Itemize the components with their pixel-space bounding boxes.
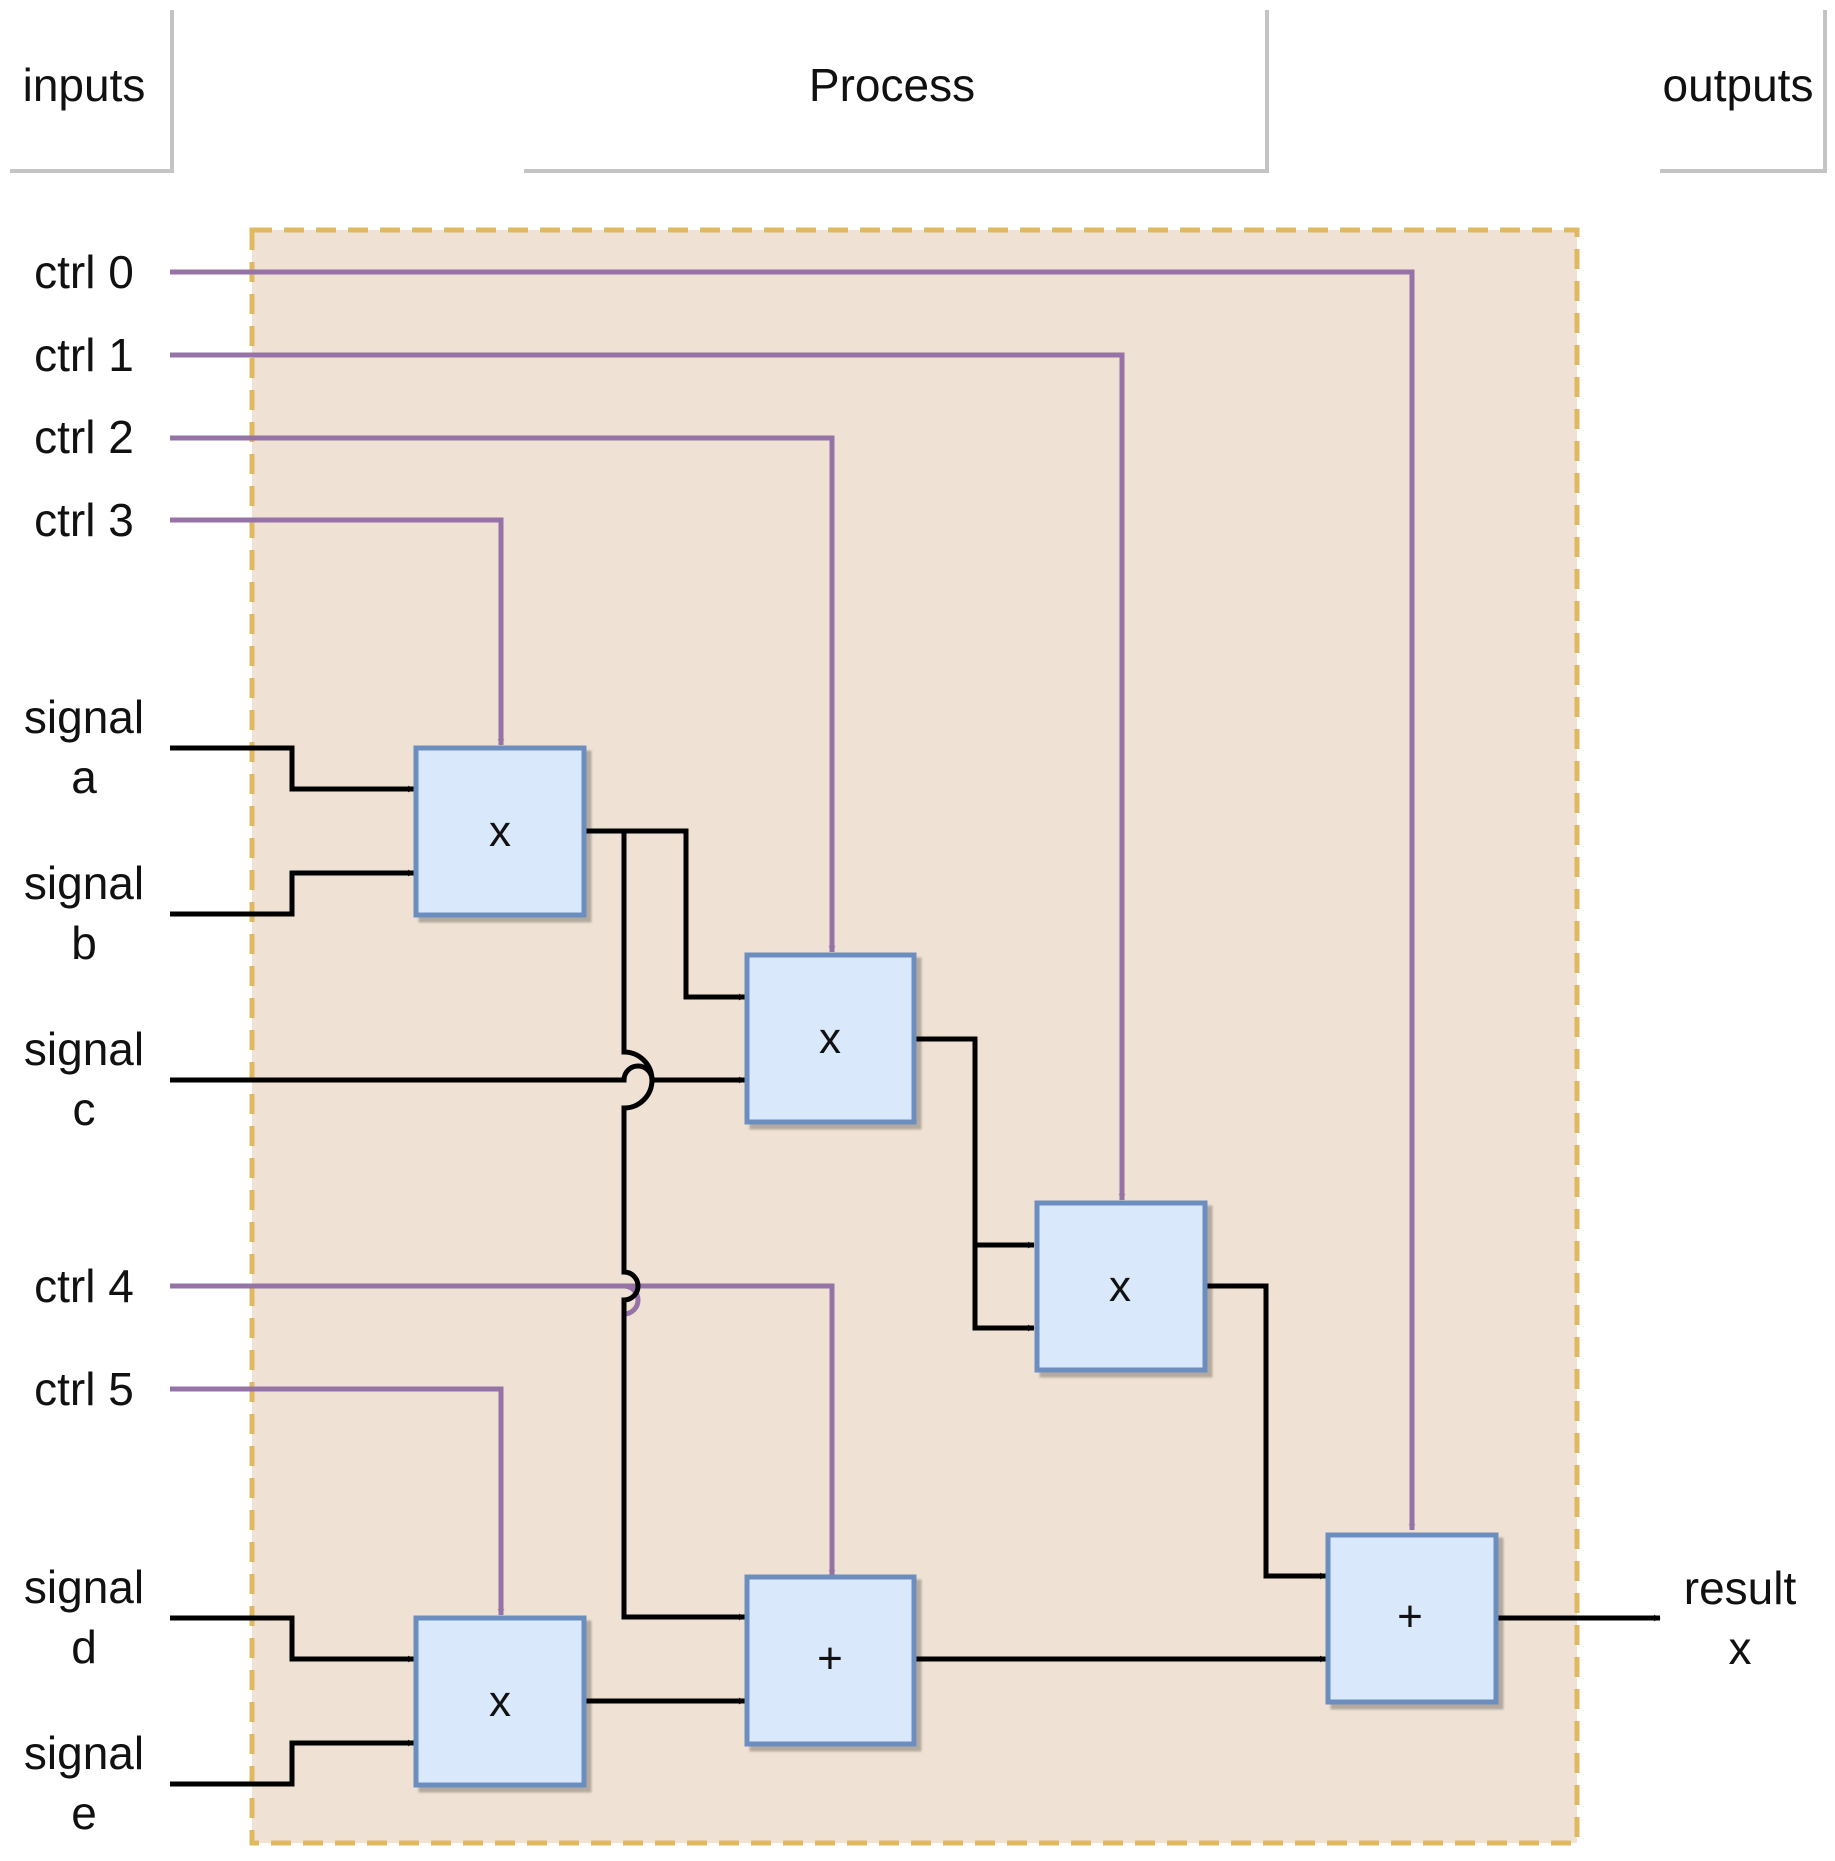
signal-b-label-line2: b	[71, 917, 97, 969]
inputs-header: inputs	[23, 59, 146, 111]
signal-d-label-line2: d	[71, 1621, 97, 1673]
outputs-header-border	[1660, 10, 1827, 173]
multiply-node-3[interactable]: x	[1034, 1200, 1208, 1373]
add-node-2[interactable]: +	[1325, 1532, 1499, 1705]
mul3-to-add2	[1205, 1283, 1327, 1580]
lane-headers: inputs Process outputs	[10, 10, 1827, 173]
add-node-2-label: +	[1397, 1592, 1423, 1641]
result-x-label-line2: x	[1729, 1622, 1752, 1674]
mul2-to-mul3-a	[914, 1036, 1035, 1249]
ctrl-0-line	[170, 269, 1416, 1531]
multiply-node-4[interactable]: x	[413, 1615, 587, 1788]
signal-a-label-line1: signal	[24, 691, 144, 743]
ctrl-2-line	[170, 435, 836, 953]
ctrl-0-label: ctrl 0	[34, 246, 134, 298]
outputs-header: outputs	[1663, 59, 1814, 111]
mul2-to-mul3-b	[972, 1245, 1035, 1332]
signal-e-line	[170, 1739, 415, 1787]
signal-c-label-line2: c	[73, 1083, 96, 1135]
multiply-node-2-label: x	[819, 1014, 841, 1063]
input-labels: ctrl 0 ctrl 1 ctrl 2 ctrl 3 ctrl 4 ctrl …	[24, 246, 144, 1839]
ctrl-5-label: ctrl 5	[34, 1363, 134, 1415]
signal-lines	[170, 745, 1661, 1787]
multiply-node-3-label: x	[1109, 1262, 1131, 1311]
signal-d-label-line1: signal	[24, 1561, 144, 1613]
add-node-1-label: +	[817, 1634, 843, 1683]
result-x-label-line1: result	[1684, 1562, 1797, 1614]
inputs-header-border	[10, 10, 174, 173]
mul1-to-mul2	[584, 828, 746, 1001]
ctrl-3-label: ctrl 3	[34, 494, 134, 546]
process-header: Process	[809, 59, 975, 111]
ctrl-2-label: ctrl 2	[34, 411, 134, 463]
signal-e-label-line1: signal	[24, 1727, 144, 1779]
signal-b-label-line1: signal	[24, 857, 144, 909]
multiply-node-1[interactable]: x	[413, 745, 587, 918]
process-header-border	[524, 10, 1269, 173]
ctrl-5-line	[170, 1386, 505, 1616]
signal-d-line	[170, 1615, 415, 1663]
add-node-1[interactable]: +	[744, 1574, 917, 1747]
ctrl-4-label: ctrl 4	[34, 1260, 134, 1312]
signal-c-label-line1: signal	[24, 1023, 144, 1075]
control-lines	[170, 269, 1416, 1616]
multiply-node-2[interactable]: x	[744, 952, 917, 1125]
signal-a-label-line2: a	[71, 751, 97, 803]
mul1-to-add1	[621, 831, 746, 1621]
multiply-node-4-label: x	[489, 1677, 511, 1726]
ctrl-3-line	[170, 517, 505, 746]
ctrl-1-label: ctrl 1	[34, 329, 134, 381]
multiply-node-1-label: x	[489, 807, 511, 856]
ctrl-1-line	[170, 352, 1126, 1201]
ctrl-4-line	[170, 1283, 832, 1576]
signal-e-label-line2: e	[71, 1787, 97, 1839]
signal-b-line	[170, 869, 415, 917]
operation-nodes: x x x x + +	[413, 745, 1499, 1788]
signal-a-line	[170, 745, 415, 793]
